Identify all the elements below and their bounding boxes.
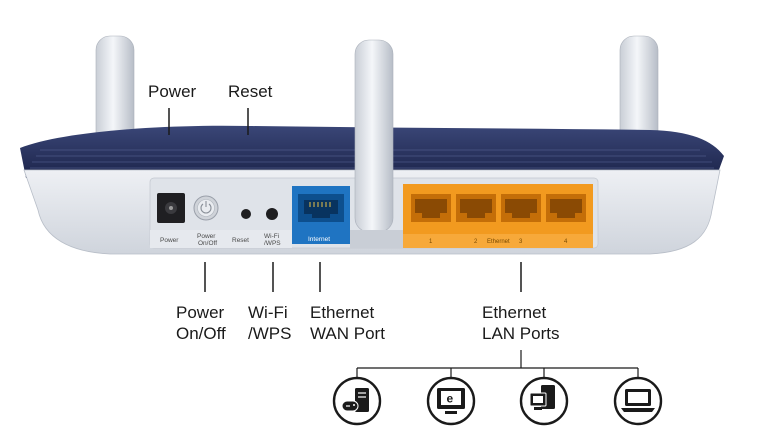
device-connector-lines [356, 350, 639, 378]
panel-label-lan-2: 2 [474, 239, 478, 245]
desktop-computer-icon [519, 376, 569, 426]
panel-label-reset: Reset [232, 237, 249, 244]
callout-lan-ports: Ethernet LAN Ports [482, 303, 560, 343]
reset-pinhole [241, 209, 251, 219]
game-console-icon [332, 376, 382, 426]
wifi-wps-button [266, 208, 278, 220]
panel-label-lan-1: 1 [429, 239, 433, 245]
callout-reset: Reset [228, 82, 273, 101]
smart-tv-icon: e [426, 376, 476, 426]
panel-label-strip [150, 230, 292, 248]
panel-label-lan-4: 4 [564, 239, 568, 245]
lan-port-3 [501, 194, 541, 222]
svg-text:e: e [447, 392, 454, 406]
panel-label-lan-3: 3 [519, 239, 523, 245]
lan-port-1 [411, 194, 451, 222]
lan-port-4 [546, 194, 586, 222]
panel-gap-strip [350, 230, 403, 248]
panel-label-wifi-1: Wi-Fi [264, 233, 279, 240]
panel-label-internet: Internet [308, 236, 330, 243]
power-onoff-button [193, 195, 219, 221]
panel-label-power-onoff-1: Power [197, 233, 216, 240]
callout-wifi-wps: Wi-Fi /WPS [248, 303, 292, 343]
leader-lines [168, 108, 522, 292]
callout-power: Power [148, 82, 197, 101]
power-jack [157, 193, 185, 223]
panel-label-power-onoff-2: On/Off [198, 240, 217, 247]
callout-power-onoff: Power On/Off [176, 303, 226, 343]
laptop-icon [613, 376, 663, 426]
antenna-middle [354, 39, 394, 233]
panel-label-power: Power [160, 237, 179, 244]
callout-wan-port: Ethernet WAN Port [310, 303, 385, 343]
lan-port-2 [456, 194, 496, 222]
panel-label-wifi-2: /WPS [264, 240, 281, 247]
wan-port [292, 186, 350, 244]
panel-label-ethernet: Ethernet [487, 239, 510, 245]
